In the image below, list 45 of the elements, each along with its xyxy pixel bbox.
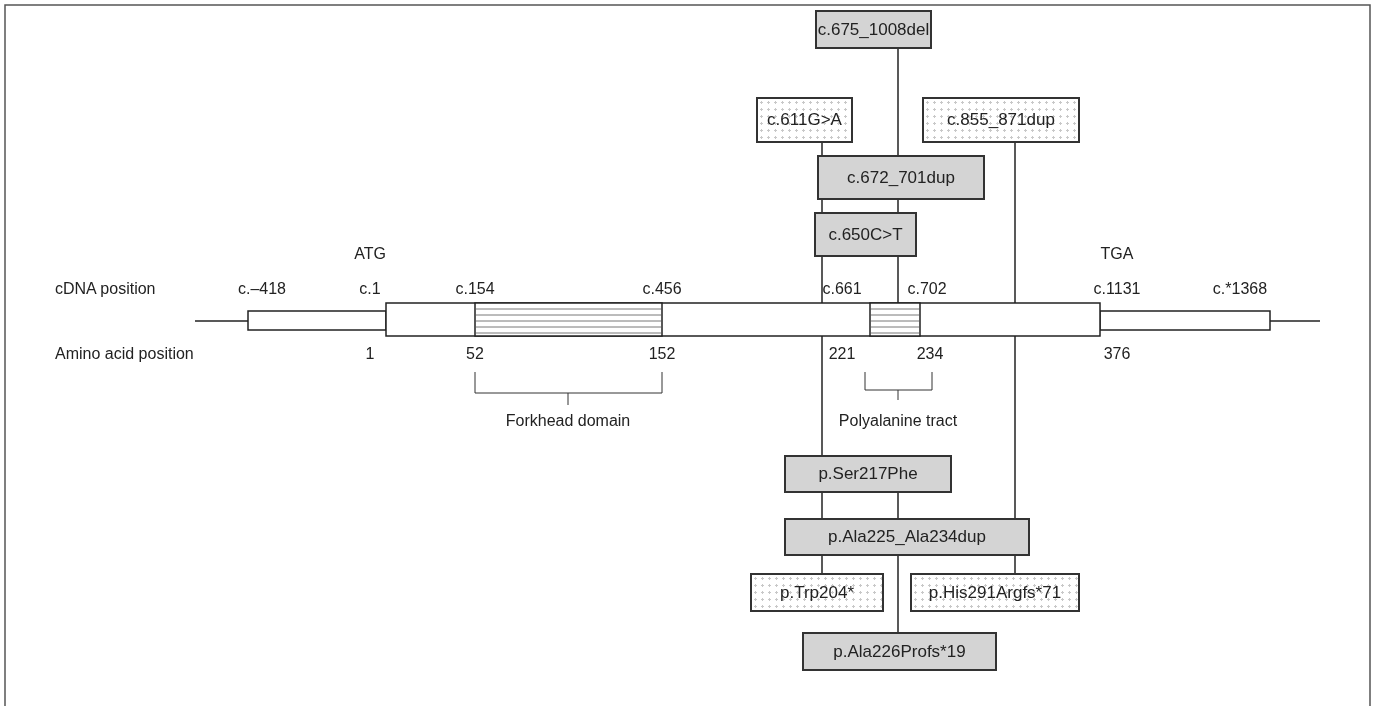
- position-label: c.*1368: [1212, 280, 1268, 298]
- connector-line: [897, 256, 899, 304]
- position-label: c.702: [907, 280, 947, 298]
- mutation-box: p.Ala226Profs*19: [802, 632, 997, 671]
- connector-line: [821, 492, 823, 519]
- connector-line: [897, 199, 899, 213]
- codon-label: ATG: [354, 245, 386, 263]
- row-label: Amino acid position: [55, 345, 194, 363]
- connector-line: [821, 555, 823, 574]
- mutation-box: p.Trp204*: [750, 573, 884, 612]
- position-label: 221: [828, 345, 856, 363]
- connector-line: [821, 199, 823, 213]
- domain-label: Polyalanine tract: [838, 412, 958, 430]
- mutation-box: p.His291Argfs*71: [910, 573, 1080, 612]
- gene-bar-drawing: [194, 302, 1321, 337]
- codon-label: TGA: [1100, 245, 1134, 263]
- position-label: 376: [1103, 345, 1131, 363]
- mutation-box: c.855_871dup: [922, 97, 1080, 143]
- connector-line: [1014, 555, 1016, 574]
- connector-line: [821, 256, 823, 304]
- mutation-box: c.650C>T: [814, 212, 917, 257]
- position-label: c.661: [822, 280, 862, 298]
- position-label: c.1131: [1093, 280, 1141, 298]
- position-label: 1: [365, 345, 375, 363]
- connector-line: [897, 48, 899, 156]
- connector-line: [821, 142, 823, 156]
- position-label: c.154: [455, 280, 495, 298]
- domain-label: Forkhead domain: [505, 412, 631, 430]
- position-label: c.–418: [238, 280, 286, 298]
- mutation-box: p.Ala225_Ala234dup: [784, 518, 1030, 556]
- connector-line: [1014, 142, 1016, 304]
- mutation-box: c.672_701dup: [817, 155, 985, 200]
- connector-line: [1014, 335, 1016, 519]
- mutation-box: p.Ser217Phe: [784, 455, 952, 493]
- connector-line: [897, 555, 899, 633]
- row-label: cDNA position: [55, 280, 156, 298]
- connector-line: [821, 335, 823, 456]
- position-label: c.456: [642, 280, 682, 298]
- connector-line: [897, 492, 899, 519]
- mutation-box: c.611G>A: [756, 97, 853, 143]
- position-label: 52: [466, 345, 484, 363]
- position-label: 234: [916, 345, 944, 363]
- position-label: c.1: [359, 280, 381, 298]
- mutation-box: c.675_1008del: [815, 10, 932, 49]
- position-label: 152: [648, 345, 676, 363]
